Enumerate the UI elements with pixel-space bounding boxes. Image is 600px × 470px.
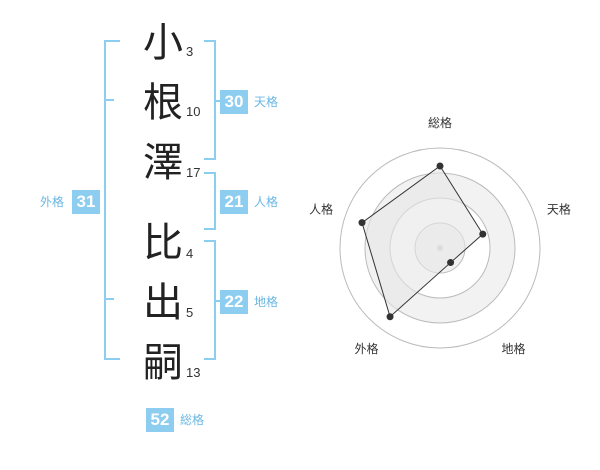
gaikaku-label: 外格 — [40, 195, 65, 209]
radar-axis-label-2: 地格 — [501, 341, 525, 356]
radar-point-3 — [386, 313, 394, 321]
kanji-4: 比 — [143, 220, 183, 266]
jinkaku-label: 人格 — [254, 195, 279, 209]
radar-axis-label-1: 天格 — [547, 201, 571, 216]
stroke-count-1: 3 — [186, 44, 194, 59]
radar-axis-label-4: 人格 — [309, 201, 333, 216]
radar-point-0 — [436, 162, 444, 170]
kanji-3: 澤 — [143, 140, 183, 186]
jinkaku-badge: 21 — [220, 190, 248, 214]
tenkaku-label: 天格 — [254, 95, 279, 109]
radar-shape — [358, 162, 487, 321]
stroke-count-4: 4 — [186, 246, 194, 261]
kanji-5: 出 — [143, 280, 183, 326]
radar-axis-label-3: 外格 — [355, 341, 379, 356]
tenkaku-badge: 30 — [220, 90, 248, 114]
radar-point-2 — [447, 259, 455, 267]
stroke-count-2: 10 — [186, 104, 201, 119]
radar-polygon — [361, 165, 484, 318]
stroke-count-5: 5 — [186, 305, 194, 320]
gaikaku-badge: 31 — [72, 190, 100, 214]
kanji-6: 嗣 — [143, 340, 183, 386]
chikaku-label: 地格 — [254, 295, 279, 309]
kanji-2: 根 — [143, 80, 183, 126]
kanji-1: 小 — [143, 20, 183, 66]
soukaku-badge: 52 — [146, 408, 174, 432]
radar-point-4 — [358, 219, 366, 227]
stroke-count-3: 17 — [186, 165, 201, 180]
radar-point-1 — [479, 230, 487, 238]
soukaku-label: 総格 — [180, 413, 205, 427]
chikaku-badge: 22 — [220, 290, 248, 314]
radar-axis-label-0: 総格 — [428, 115, 452, 130]
stroke-count-6: 13 — [186, 365, 201, 380]
